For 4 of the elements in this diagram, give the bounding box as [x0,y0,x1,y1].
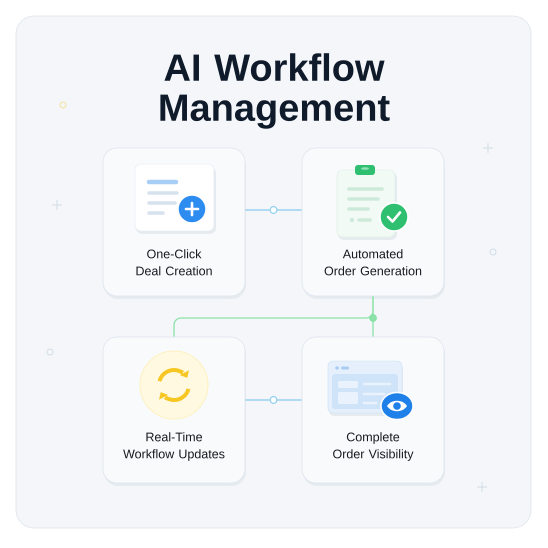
title: AI Workflow Management [160,53,390,129]
connector-line [372,296,374,337]
connector-line [245,399,302,401]
connector-line [245,209,302,211]
